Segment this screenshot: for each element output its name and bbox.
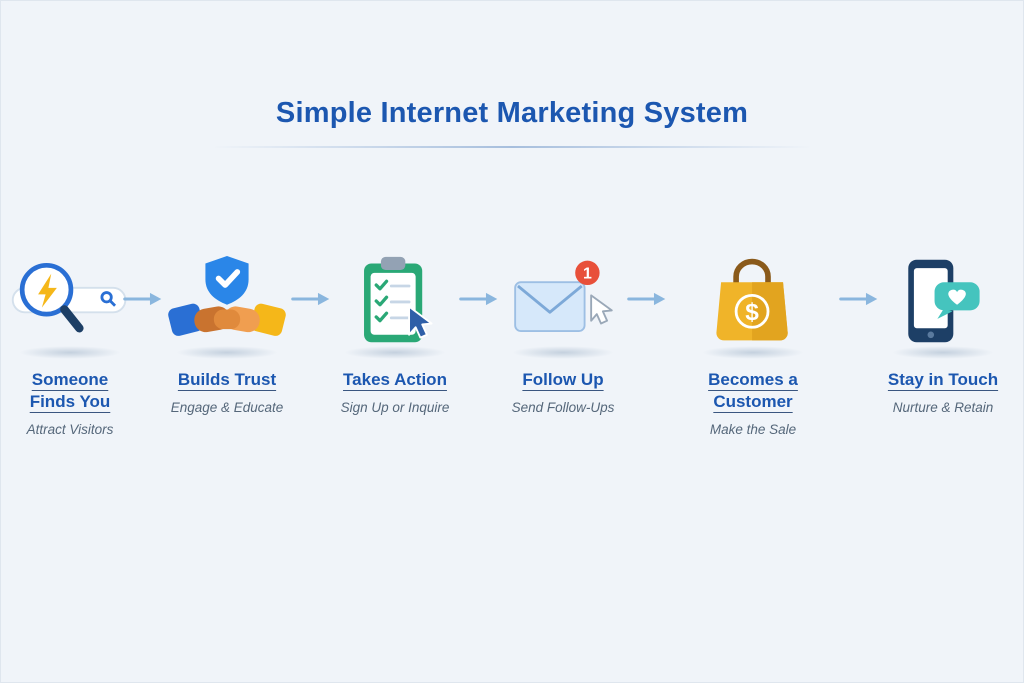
step-someone-finds-you: Someone Finds You Attract Visitors	[11, 246, 127, 438]
arrow-icon	[839, 290, 879, 308]
step-takes-action: Takes Action Sign Up or Inquire	[331, 246, 459, 416]
arrow-icon	[459, 290, 499, 308]
icon-shadow	[19, 346, 121, 359]
step-label: Someone Finds You	[29, 370, 111, 412]
icon-shadow	[512, 346, 614, 359]
step-sublabel: Attract Visitors	[26, 422, 114, 438]
step-sublabel: Nurture & Retain	[892, 400, 994, 416]
handshake-shield-icon	[166, 246, 288, 350]
dollar-sign: $	[745, 299, 759, 326]
step-follow-up: 1 Follow Up Send Follow-Ups	[499, 246, 627, 416]
icon-shadow	[176, 346, 278, 359]
shopping-bag-icon: $	[692, 246, 814, 350]
flow-row: Someone Finds You Attract Visitors Bui	[1, 246, 1023, 438]
arrow-icon	[123, 290, 163, 308]
notification-badge	[575, 260, 600, 286]
icon-shadow	[702, 346, 804, 359]
step-label: Becomes a Customer	[708, 370, 798, 412]
clipboard-checklist-icon	[334, 246, 456, 350]
step-sublabel: Sign Up or Inquire	[340, 400, 450, 416]
step-sublabel: Send Follow-Ups	[511, 400, 615, 416]
envelope-notification-icon: 1	[502, 246, 624, 350]
title-divider	[212, 146, 812, 148]
step-label: Takes Action	[343, 370, 447, 389]
step-label: Builds Trust	[177, 370, 277, 389]
step-label: Follow Up	[522, 370, 604, 389]
notification-badge-count: 1	[583, 265, 592, 282]
page-title: Simple Internet Marketing System	[275, 97, 749, 129]
search-magnifier-icon	[9, 246, 131, 350]
icon-shadow	[344, 346, 446, 359]
step-becomes-a-customer: $ Becomes a Customer Make the Sale	[667, 246, 839, 438]
phone-chat-heart-icon	[882, 246, 1004, 350]
icon-shadow	[892, 346, 994, 359]
arrow-icon	[627, 290, 667, 308]
step-label: Stay in Touch	[887, 370, 999, 389]
arrow-icon	[291, 290, 331, 308]
step-sublabel: Engage & Educate	[170, 400, 284, 416]
step-stay-in-touch: Stay in Touch Nurture & Retain	[879, 246, 1007, 416]
step-builds-trust: Builds Trust Engage & Educate	[163, 246, 291, 416]
step-sublabel: Make the Sale	[709, 422, 797, 438]
